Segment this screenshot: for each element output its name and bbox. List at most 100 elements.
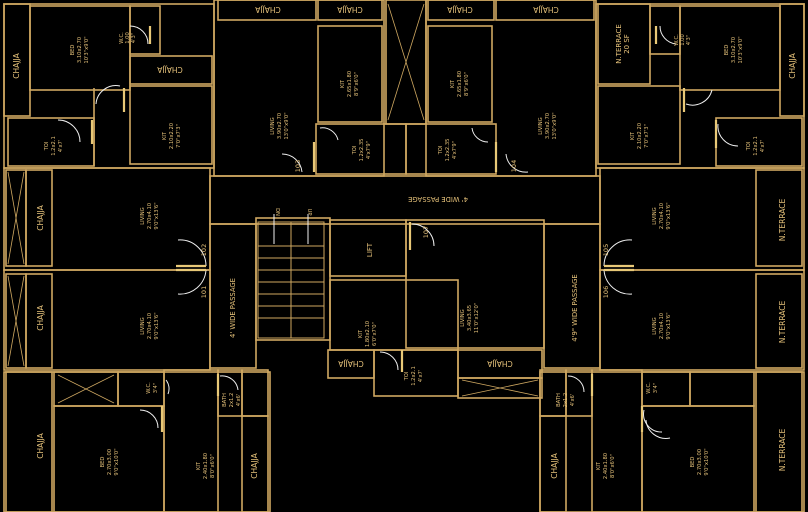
chajja-label: CHAJJA xyxy=(446,5,472,14)
room-living-mid-right: LIVING 2.70x4.10 9'0"x13'6" xyxy=(652,202,672,229)
room-name: W.C. xyxy=(146,382,152,394)
chajja-label: CHAJJA xyxy=(788,52,797,78)
room-dim-metric: 1.2x2.35 xyxy=(445,139,451,162)
door-number-103: 103 xyxy=(294,160,302,172)
room-bed-top-right: BED 3.10x2.70 10'3"x9'0" xyxy=(724,36,744,63)
door-number-106: 106 xyxy=(602,286,610,298)
room-dim-imperial: 10'3"x9'0" xyxy=(738,36,744,63)
outer-walls xyxy=(3,0,805,512)
room-living-mid-left: LIVING 2.70x4.10 9'0"x13'6" xyxy=(140,202,160,229)
room-name: BED xyxy=(724,45,730,56)
room-toi-top-left: TOI 1.2x2.1 4'x7' xyxy=(44,136,64,156)
room-name: LIVING xyxy=(652,207,658,224)
room-name: TOI xyxy=(44,141,50,151)
room-dim-imperial: 4'3" xyxy=(131,33,137,43)
room-dim-imperial: 4'x6' xyxy=(236,394,242,407)
room-name: KIT xyxy=(358,329,364,338)
room-name: KIT xyxy=(450,79,456,88)
door-number-107: 107 xyxy=(422,226,430,238)
room-dim: 3'4" xyxy=(653,383,659,393)
room-name: BED xyxy=(70,45,76,56)
room-name: KIT xyxy=(596,461,602,470)
passage-right-label: 4'9" WIDE PASSAGE xyxy=(571,274,579,341)
room-dim-metric: 1.2x2.35 xyxy=(359,139,365,162)
room-dim-metric: 2.70x4.10 xyxy=(147,313,153,339)
room-dim-imperial: 4'x7'9" xyxy=(452,141,458,159)
room-living-low-right: LIVING 2.70x4.10 9'0"x13'6" xyxy=(652,312,672,339)
room-name: LIVING xyxy=(538,117,544,134)
chajja-label: CHAJJA xyxy=(336,5,362,14)
n-terrace-label: N.TERRACE xyxy=(778,429,787,472)
room-kit-top-center-right: KIT 2.65x1.80 8'9"x6'0" xyxy=(450,71,470,97)
room-bath-bottom-right: BATH 2x1.2 4'x6' xyxy=(556,393,576,408)
room-dim-imperial: 4'3" xyxy=(686,35,692,45)
staircase xyxy=(257,214,325,339)
void-shafts xyxy=(7,3,539,404)
room-name: W.C. xyxy=(119,32,125,44)
room-bed-top-left: BED 3.10x2.70 10'3"x9'0" xyxy=(70,36,90,63)
room-bath-bottom-left: BATH 2x1.2 4'x6' xyxy=(222,393,242,408)
door-number-101: 101 xyxy=(200,286,208,298)
room-name: LIVING xyxy=(460,309,466,326)
room-name: TOI xyxy=(438,145,444,155)
room-dim-imperial: 7'0"x7'3" xyxy=(644,124,650,148)
room-dim-metric: 2.70x4.10 xyxy=(147,203,153,229)
chajja-label: CHAJJA xyxy=(250,452,259,478)
room-dim-imperial: 4'x7'9" xyxy=(366,141,372,159)
room-kit-top-left: KIT 2.10x2.20 7'0"x7'3" xyxy=(162,123,182,149)
room-name: KIT xyxy=(162,131,168,140)
room-kit-bottom-right: KIT 2.40x1.80 8'0"x6'0" xyxy=(596,453,616,479)
room-dim-metric: 2.65x1.80 xyxy=(457,71,463,97)
stair-dn-label: DN xyxy=(274,208,280,216)
room-dim-metric: 1.00 xyxy=(680,34,686,46)
room-dim-metric: 1.2x2.1 xyxy=(411,366,417,386)
room-bed-bottom-left: BED 2.70x3.00 9'0"x10'0" xyxy=(100,448,120,475)
room-name: TOI xyxy=(746,141,752,151)
room-name: BATH xyxy=(556,393,562,407)
room-dim-metric: 1.2x2.1 xyxy=(753,136,759,156)
room-name: BED xyxy=(690,457,696,468)
n-terrace-label: N.TERRACE xyxy=(778,199,787,242)
room-dim-metric: 2.70x3.00 xyxy=(107,449,113,475)
room-dim-metric: 2.40x1.80 xyxy=(603,453,609,479)
passage-left-label: 4' WIDE PASSAGE xyxy=(229,278,237,338)
room-dim-imperial: 9'0"x13'6" xyxy=(666,312,672,339)
room-dim-imperial: 8'0"x6'0" xyxy=(610,454,616,478)
chajja-label: CHAJJA xyxy=(12,52,21,78)
room-bed-bottom-right: BED 2.70x3.00 9'0"x10'0" xyxy=(690,448,710,475)
room-dim-metric: 3.90x2.70 xyxy=(545,113,551,139)
room-name: LIVING xyxy=(140,207,146,224)
room-kit-top-center-left: KIT 2.65x1.80 8'9"x6'0" xyxy=(340,71,360,97)
chajja-label: CHAJJA xyxy=(337,359,363,368)
terrace-labels: N.TERRACE N.TERRACE N.TERRACE N.TERRACE … xyxy=(615,24,787,471)
room-dim-imperial: 8'9"x6'0" xyxy=(464,72,470,96)
n-terrace-top-line2: 20 SF xyxy=(623,34,631,54)
door-swings xyxy=(57,25,739,439)
room-kit-center: KIT 1.80x2.10 6'0"x7'0" xyxy=(358,321,378,347)
chajja-label: CHAJJA xyxy=(486,359,512,368)
room-dim-metric: 2x1.2 xyxy=(229,393,235,408)
room-living-top-right: LIVING 3.90x2.70 13'0"x9'0" xyxy=(538,112,558,139)
chajja-label: CHAJJA xyxy=(550,452,559,478)
chajja-label: CHAJJA xyxy=(254,5,280,14)
room-toi-top-center-right: TOI 1.2x2.35 4'x7'9" xyxy=(438,139,458,162)
room-name: LIVING xyxy=(652,317,658,334)
room-dim-imperial: 9'0"x10'0" xyxy=(704,448,710,475)
room-name: KIT xyxy=(630,131,636,140)
room-dim-imperial: 13'0"x9'0" xyxy=(284,112,290,139)
room-name: TOI xyxy=(352,145,358,155)
room-dim-imperial: 13'0"x9'0" xyxy=(552,112,558,139)
room-kit-top-right: KIT 2.10x2.20 7'0"x7'3" xyxy=(630,123,650,149)
chajja-label: CHAJJA xyxy=(36,204,45,230)
room-name: LIVING xyxy=(270,117,276,134)
room-dim-imperial: 9'0"x10'0" xyxy=(114,448,120,475)
room-dim-metric: 2.70x4.10 xyxy=(659,203,665,229)
room-name: KIT xyxy=(340,79,346,88)
chajja-label: CHAJJA xyxy=(36,304,45,330)
room-dim: 3'4" xyxy=(153,383,159,393)
room-dim-imperial: 4'x7' xyxy=(58,140,64,153)
room-name: W.C. xyxy=(646,382,652,394)
door-number-104: 104 xyxy=(510,160,518,172)
